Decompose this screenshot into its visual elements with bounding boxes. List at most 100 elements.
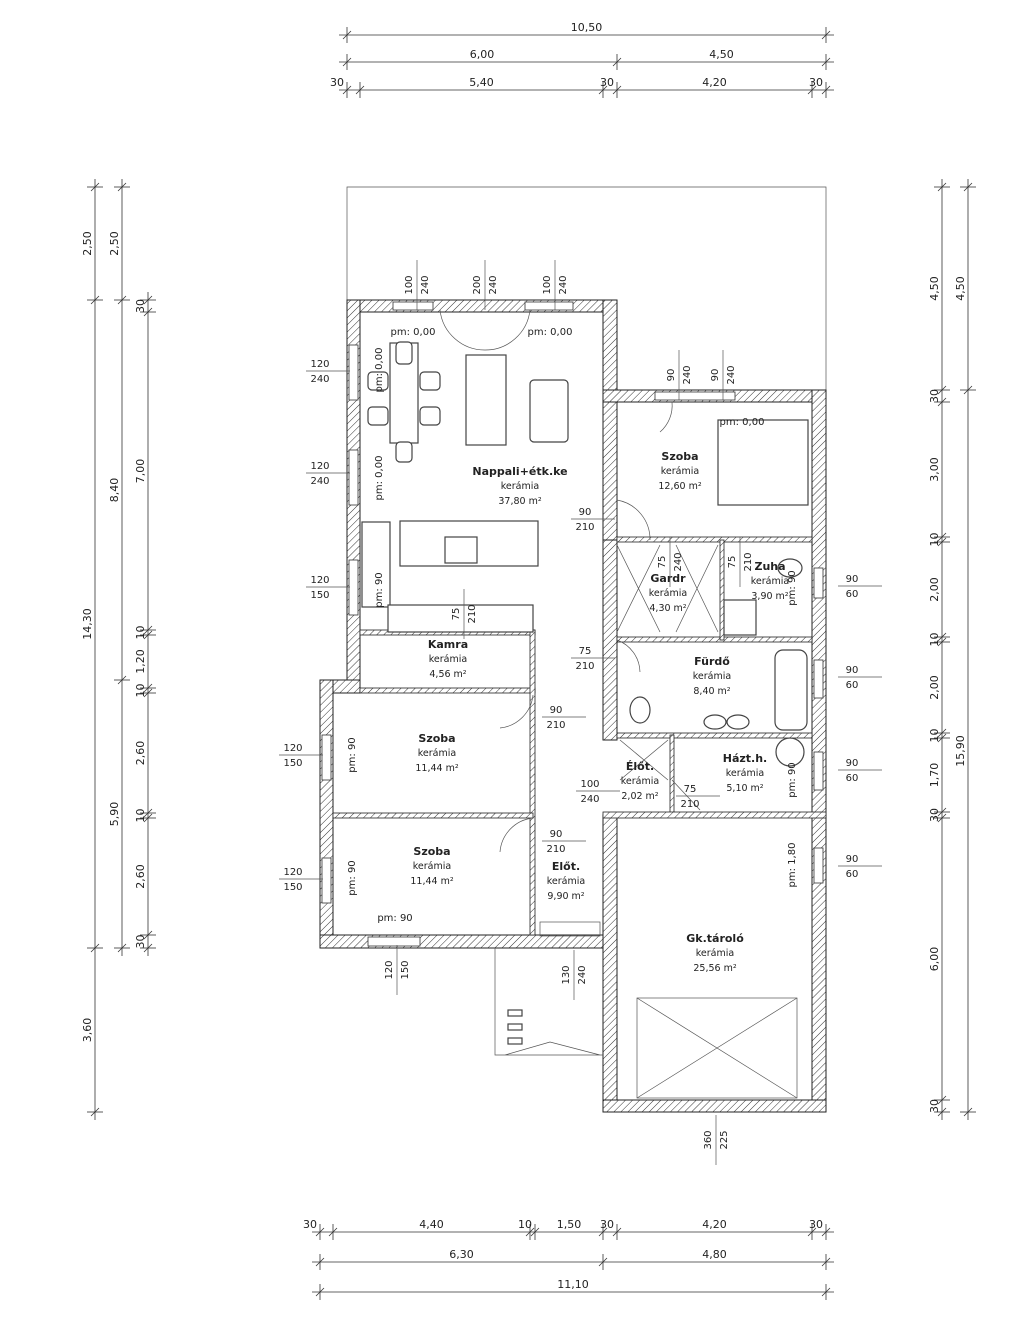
room-name: Előt. <box>552 860 580 873</box>
room-area: 5,10 m² <box>726 783 763 794</box>
dimension-label: 14,30 <box>81 608 94 640</box>
opening-height: 210 <box>743 552 754 571</box>
dimension-label: 5,40 <box>469 76 494 89</box>
room-name: Fürdő <box>694 655 730 668</box>
opening-height: 150 <box>283 882 302 893</box>
dimension-label: 30 <box>134 935 147 949</box>
dimension-label: 6,00 <box>470 48 495 61</box>
opening-height: 240 <box>558 275 569 294</box>
dimension-label: 15,90 <box>954 735 967 767</box>
dimension-label: 30 <box>928 389 941 403</box>
sill-height-pm_l5: pm: 90 <box>347 860 358 895</box>
sill-height-pm_b1: pm: 90 <box>377 913 412 924</box>
opening-height: 210 <box>680 799 699 810</box>
opening-height: 210 <box>546 844 565 855</box>
opening-width: 75 <box>727 556 738 569</box>
dimension-label: 4,40 <box>419 1218 444 1231</box>
room-name: Szoba <box>418 732 455 745</box>
opening-width: 90 <box>550 829 563 840</box>
dimension-label: 3,00 <box>928 457 941 482</box>
room-floor: kerámia <box>696 948 734 959</box>
opening-width: 120 <box>310 359 329 370</box>
opening-width: 120 <box>283 867 302 878</box>
opening-height: 150 <box>283 758 302 769</box>
room-label: Fürdő kerámia 8,40 m² <box>693 655 731 697</box>
room-area: 37,80 m² <box>498 496 541 507</box>
opening-width: 100 <box>404 275 415 294</box>
sill-height-pm_r4: pm: 1,80 <box>787 843 798 888</box>
room-area: 8,40 m² <box>693 686 730 697</box>
opening-height: 60 <box>846 680 859 691</box>
dimension-label: 10,50 <box>571 21 603 34</box>
dimension-label: 5,90 <box>108 802 121 827</box>
opening-width: 90 <box>710 369 721 382</box>
dimension-label: 10 <box>928 729 941 743</box>
opening-height: 60 <box>846 869 859 880</box>
opening-width: 200 <box>472 275 483 294</box>
dimension-label: 10 <box>134 684 147 698</box>
room-name: Kamra <box>428 638 468 651</box>
room-name: Gk.tároló <box>686 932 744 945</box>
room-floor: kerámia <box>661 466 699 477</box>
room-area: 3,90 m² <box>751 591 788 602</box>
opening-height: 240 <box>726 365 737 384</box>
opening-width: 120 <box>310 461 329 472</box>
opening-width: 75 <box>451 608 462 621</box>
dimension-label: 10 <box>928 533 941 547</box>
dimension-label: 4,50 <box>709 48 734 61</box>
opening-height: 210 <box>575 522 594 533</box>
sill-height-pm_sz: pm: 0,00 <box>720 417 765 428</box>
terrace-outline <box>346 186 827 390</box>
room-floor: kerámia <box>693 671 731 682</box>
dimension-label: 30 <box>809 1218 823 1231</box>
sill-height-pm_l1: pm: 0,00 <box>374 348 385 393</box>
dimension-label: 30 <box>600 1218 614 1231</box>
opening-width: 75 <box>684 784 697 795</box>
dimension-label: 30 <box>928 808 941 822</box>
room-floor: kerámia <box>751 576 789 587</box>
room-floor: kerámia <box>418 748 456 759</box>
opening-height: 60 <box>846 773 859 784</box>
dimension-label: 4,20 <box>702 1218 727 1231</box>
dimension-label: 2,60 <box>134 741 147 766</box>
opening-height: 240 <box>580 794 599 805</box>
opening-label-d_zuh: 75 210 <box>727 537 754 587</box>
sill-height-pm_top2: pm: 0,00 <box>528 327 573 338</box>
dimension-label: 6,00 <box>928 947 941 972</box>
opening-height: 240 <box>673 552 684 571</box>
dimension-label: 8,40 <box>108 478 121 503</box>
opening-width: 120 <box>283 743 302 754</box>
opening-height: 240 <box>310 476 329 487</box>
opening-height: 210 <box>575 661 594 672</box>
dimension-label: 30 <box>928 1099 941 1113</box>
furniture <box>361 341 809 1099</box>
dimension-label: 2,60 <box>134 864 147 889</box>
dimension-label: 10 <box>518 1218 532 1231</box>
room-floor: kerámia <box>649 588 687 599</box>
